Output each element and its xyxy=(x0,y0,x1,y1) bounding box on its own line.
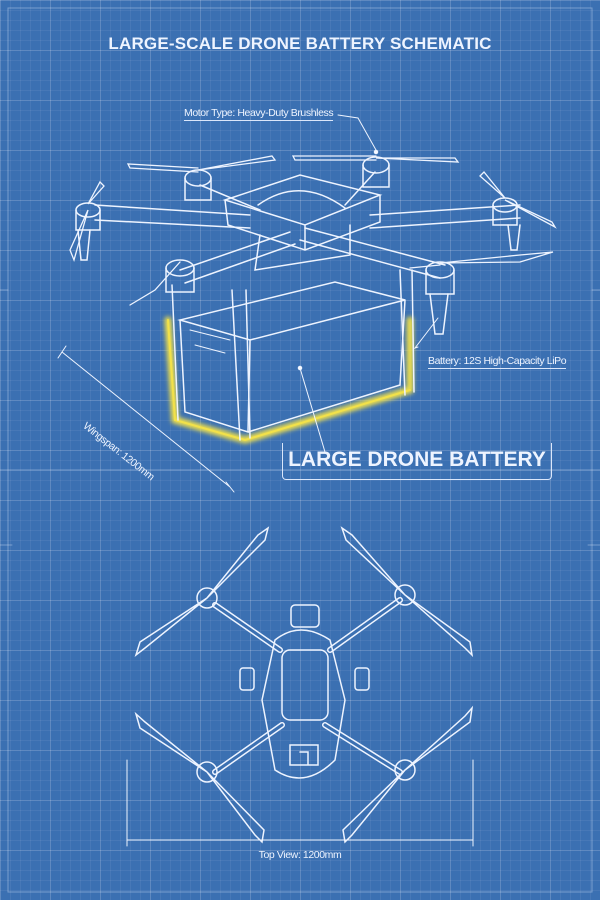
propellers-top xyxy=(134,526,474,844)
propellers xyxy=(69,155,557,306)
page-title: LARGE-SCALE DRONE BATTERY SCHEMATIC xyxy=(108,34,492,53)
battery-callout-label: LARGE DRONE BATTERY xyxy=(282,443,552,480)
motor-icons xyxy=(75,156,521,335)
top-view-dimension xyxy=(126,759,474,847)
battery-spec-label: Battery: 12S High-Capacity LiPo xyxy=(428,355,567,369)
frame-border xyxy=(7,7,593,893)
top-view-drone xyxy=(126,526,474,847)
perspective-drone xyxy=(57,114,557,493)
motor-type-label: Motor Type: Heavy-Duty Brushless xyxy=(184,107,334,121)
battery-highlight xyxy=(164,316,414,444)
top-view-label: Top View: 1200mm xyxy=(258,849,342,861)
